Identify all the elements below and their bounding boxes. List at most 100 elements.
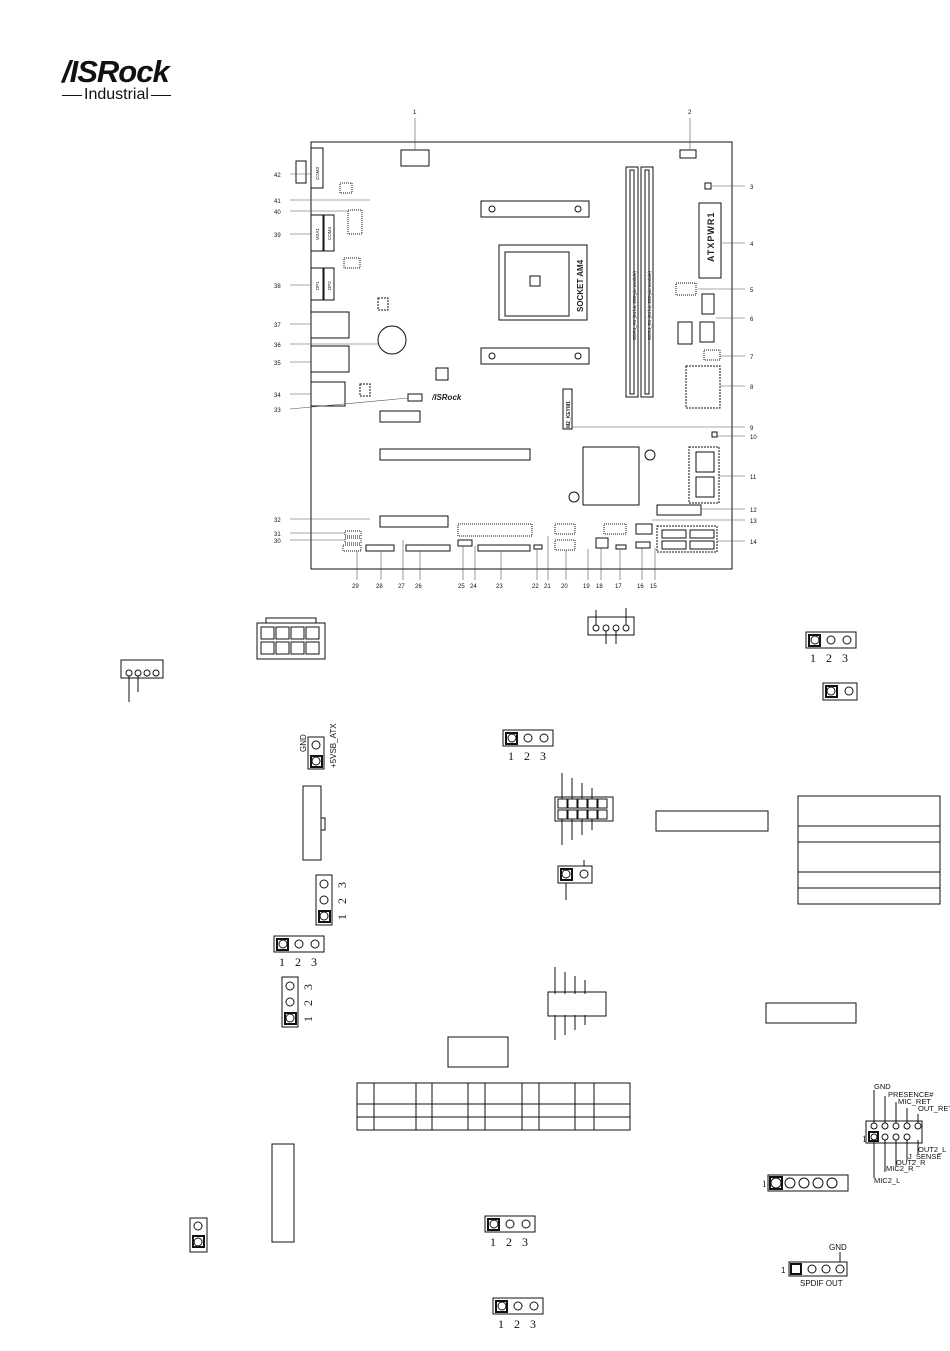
pin-2-b: 2: [524, 749, 530, 763]
callout-18: 18: [596, 584, 603, 590]
com4-port: [323, 214, 335, 252]
pin-3-vert-b: 3: [301, 984, 315, 990]
com3-port: [310, 147, 324, 189]
pcie-x1-slot: [379, 410, 421, 423]
audio-jack-stack: [310, 381, 346, 407]
pin-1-a: 1: [810, 651, 816, 665]
dimm-b1-slot: [640, 166, 654, 398]
header-2x10-detail: [271, 1143, 295, 1243]
callout-3: 3: [750, 185, 754, 191]
callout-9: 9: [750, 426, 754, 432]
jumper-3pin-vertical-b: [281, 976, 299, 1028]
pin-1-vert-b: 1: [301, 1016, 315, 1022]
callout-35: 35: [274, 361, 281, 367]
socket-bracket-bottom: [480, 347, 590, 365]
jumper-3pin-d: [484, 1215, 536, 1233]
pin-1-b: 1: [508, 749, 514, 763]
callout-22: 22: [532, 584, 539, 590]
dimm-a1-slot: [625, 166, 639, 398]
jumper-3: [704, 182, 712, 190]
pin-1-vert-a: 1: [335, 914, 349, 920]
asrock-logo: /ISRock: [62, 54, 170, 89]
pin-3-vert-a: 3: [335, 882, 349, 888]
label-svsb: +5VSB_ATX: [329, 723, 338, 768]
pin-2-vert-a: 2: [335, 898, 349, 904]
dimm-a-label: DDR4_A1 (64 bit, 288-pin module): [632, 270, 637, 340]
dimm-b-label: DDR4_B1 (64 bit, 288-pin module): [647, 270, 652, 340]
audio-presence: PRESENCE#: [888, 1090, 934, 1099]
jumper-2pin-a: [822, 682, 858, 701]
callout-15: 15: [650, 584, 657, 590]
socket-label: SOCKET AM4: [576, 259, 585, 312]
pin-2-vert-b: 2: [301, 1000, 315, 1006]
cpu-socket: [498, 244, 588, 321]
callout-14: 14: [750, 540, 757, 546]
cpu-fan-header: [679, 149, 697, 159]
audio-mic2-r: MIC2_R: [886, 1164, 914, 1173]
callout-26: 26: [415, 584, 422, 590]
dp2-port: [323, 267, 335, 301]
usb-header-detail-b: [547, 991, 607, 1017]
callout-31: 31: [274, 532, 281, 538]
gpio-pinout-table: [797, 795, 941, 905]
spdif-header-detail: [788, 1261, 848, 1277]
pin-2-e: 2: [514, 1317, 520, 1331]
pcie-x4-slot: [379, 515, 449, 528]
callout-23: 23: [496, 584, 503, 590]
jumper-3pin-c: [273, 935, 325, 953]
dp1-label: DP1: [315, 281, 320, 290]
callout-19: 19: [583, 584, 590, 590]
callout-41: 41: [274, 199, 281, 205]
industrial-label: Industrial: [60, 86, 173, 104]
pin-3-d: 3: [522, 1235, 528, 1249]
usb-lan-port-1: [310, 311, 350, 339]
m2-label: M2_KEYM1: [566, 401, 572, 428]
pin-2-a: 2: [826, 651, 832, 665]
callout-42: 42: [274, 173, 281, 179]
usb-lan-port-2: [310, 345, 350, 373]
jumper-3pin-b: [502, 729, 554, 747]
callout-36: 36: [274, 343, 281, 349]
jumper-3pin-a: [805, 631, 857, 649]
audio-mic2-l: MIC2_L: [874, 1176, 900, 1185]
fan-header-detail: [120, 659, 164, 679]
callout-11: 11: [750, 475, 757, 481]
spdif-gnd: GND: [829, 1243, 847, 1252]
jumper-3pin-vertical-a: [315, 874, 333, 926]
pin-2-c: 2: [295, 955, 301, 969]
pin-3-e: 3: [530, 1317, 536, 1331]
callout-28: 28: [376, 584, 383, 590]
com3-label: COM3: [315, 167, 320, 180]
audio-j-sense: J_SENSE: [908, 1152, 941, 1161]
socket-bracket-top: [480, 200, 590, 218]
callout-2: 2: [688, 110, 692, 116]
m2-slot: [562, 388, 573, 430]
callout-20: 20: [561, 584, 568, 590]
label-gnd-jumper: GND: [299, 734, 308, 752]
pcie-x16-slot: [379, 448, 531, 461]
hd-audio-detail: [865, 1120, 923, 1144]
jumper-2pin-vertical-b: [189, 1217, 208, 1253]
industrial-text: Industrial: [84, 86, 149, 103]
callout-4: 4: [750, 242, 754, 248]
pin-table: [356, 1082, 631, 1131]
callout-30: 30: [274, 539, 281, 545]
callout-21: 21: [544, 584, 551, 590]
callout-24: 24: [470, 584, 477, 590]
front-panel-area: [685, 365, 721, 409]
spdif-label: SPDIF OUT: [800, 1279, 843, 1288]
dp1-port: [310, 267, 324, 301]
callout-34: 34: [274, 393, 281, 399]
callout-32: 32: [274, 518, 281, 524]
callout-25: 25: [458, 584, 465, 590]
cmos-battery: [377, 325, 407, 355]
callout-38: 38: [274, 284, 281, 290]
callout-5: 5: [750, 288, 754, 294]
callout-12: 12: [750, 508, 757, 514]
callout-10: 10: [750, 435, 757, 441]
callout-8: 8: [750, 385, 754, 391]
pin-1-six: 1: [762, 1179, 767, 1189]
vga1-port: [310, 214, 324, 252]
callout-37: 37: [274, 323, 281, 329]
pin-3-b: 3: [540, 749, 546, 763]
